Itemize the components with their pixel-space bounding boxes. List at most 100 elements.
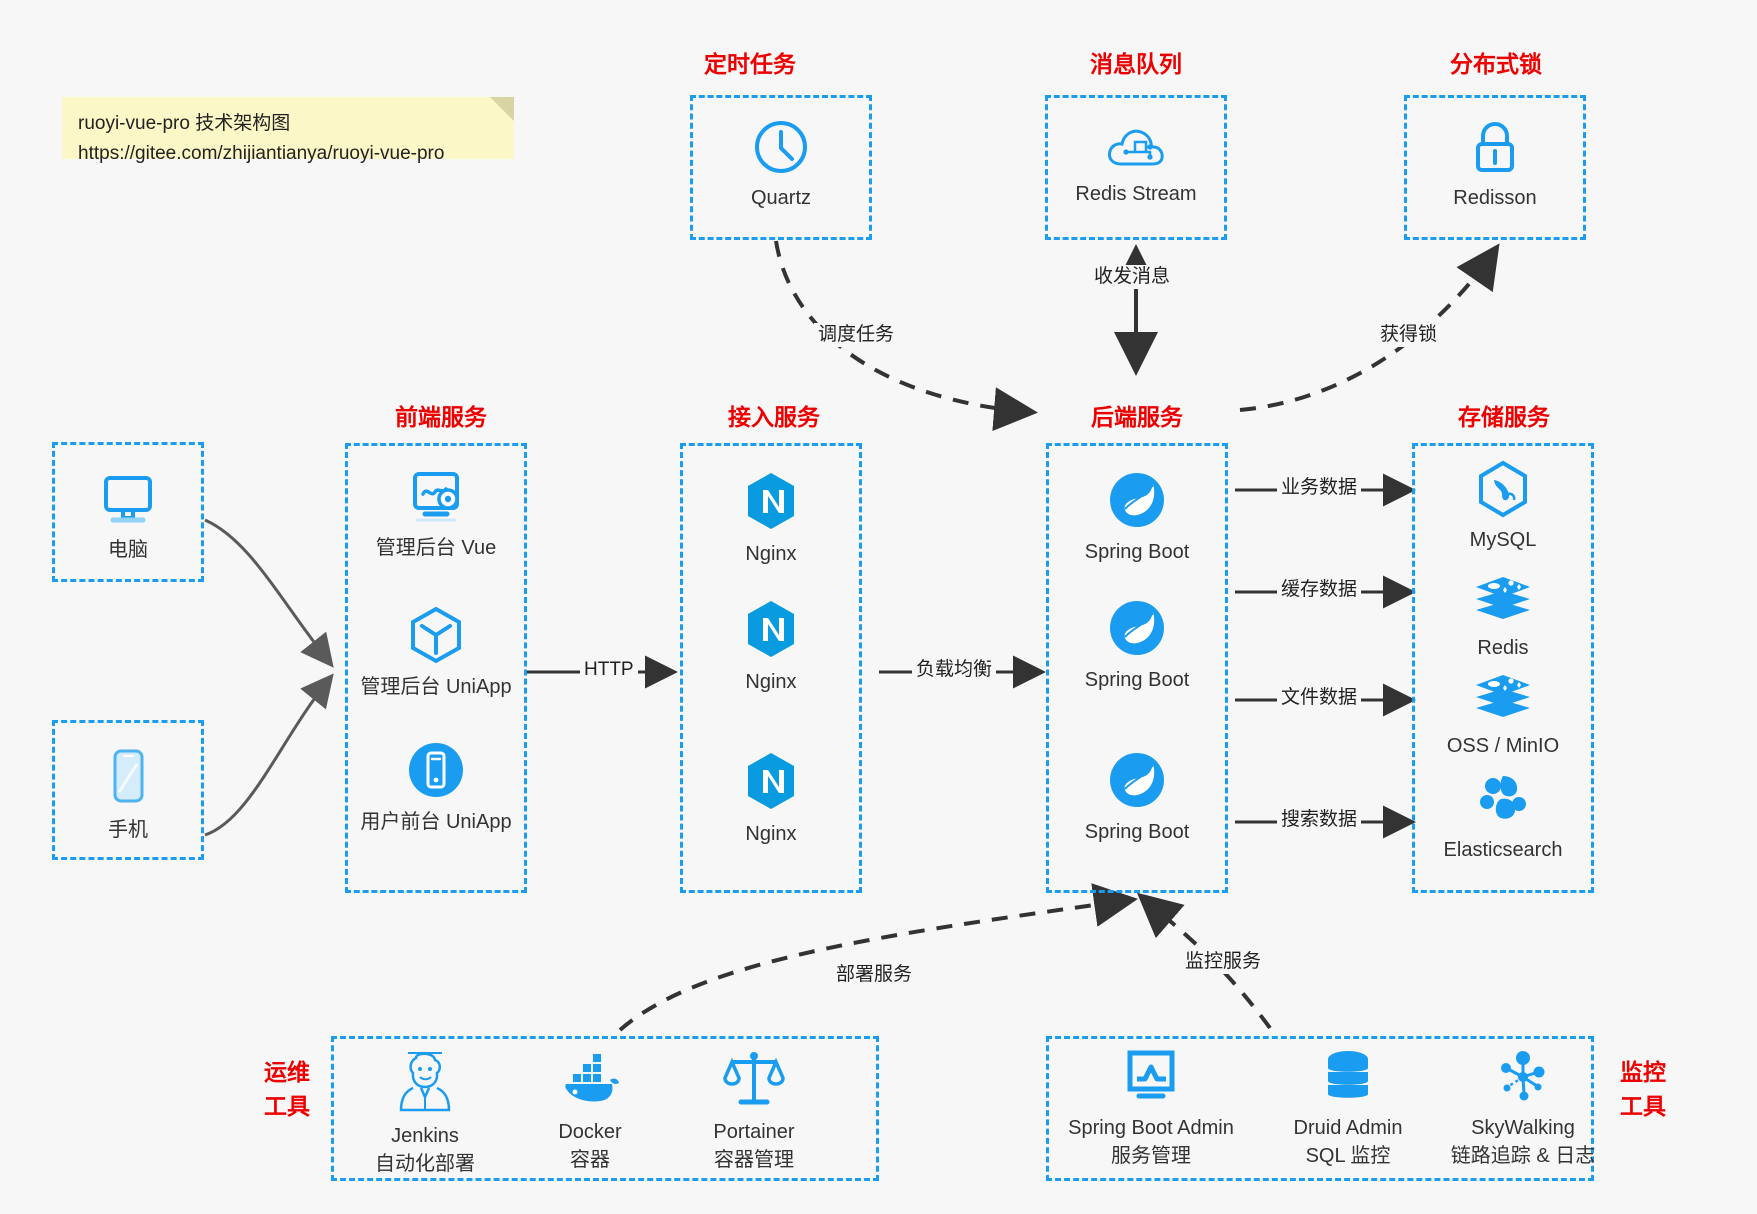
spring-boot-icon	[1110, 473, 1164, 527]
node-redis[interactable]: Redis	[1412, 572, 1594, 662]
node-label: 电脑	[108, 539, 148, 561]
group-title-distributed-lock: 分布式锁	[1450, 51, 1542, 77]
group-box-devops	[331, 1036, 879, 1181]
group-title-gateway: 接入服务	[728, 404, 820, 430]
edge-label-search-data: 搜索数据	[1277, 808, 1362, 832]
phone-icon	[113, 749, 144, 803]
nginx-icon	[748, 473, 794, 529]
scales-icon	[723, 1052, 785, 1105]
node-label: Quartz	[750, 187, 812, 209]
node-label: Spring Boot	[1084, 821, 1190, 843]
node-spring-boot-2[interactable]: Spring Boot	[1046, 598, 1228, 694]
edge-label-load-balance: 负载均衡	[912, 658, 997, 682]
oss-icon	[1476, 675, 1530, 717]
mobile-app-icon	[409, 743, 463, 797]
nginx-icon	[748, 753, 794, 809]
spring-boot-icon	[1110, 753, 1164, 807]
group-title-scheduled-task: 定时任务	[704, 51, 796, 77]
group-title-storage: 存储服务	[1458, 404, 1550, 430]
note-title: ruoyi-vue-pro 技术架构图	[78, 113, 291, 134]
node-label: Jenkins	[391, 1125, 459, 1147]
node-nginx-2[interactable]: Nginx	[680, 598, 862, 696]
group-title-monitoring-line1: 监控	[1620, 1059, 1666, 1085]
node-user-uniapp[interactable]: 用户前台 UniApp	[345, 740, 527, 836]
lock-icon	[1476, 122, 1514, 172]
node-sublabel: 链路追踪 & 日志	[1450, 1145, 1596, 1167]
group-title-devops-line1: 运维	[264, 1059, 310, 1085]
edge-label-http: HTTP	[580, 658, 638, 682]
node-label: Portainer	[713, 1121, 795, 1143]
note-folded-corner	[490, 97, 514, 121]
node-label: 管理后台 UniApp	[360, 676, 512, 698]
node-mysql[interactable]: MySQL	[1412, 460, 1594, 554]
node-oss-minio[interactable]: OSS / MinIO	[1412, 670, 1594, 760]
desktop-icon	[104, 476, 152, 523]
docker-icon	[565, 1054, 619, 1102]
group-title-frontend: 前端服务	[395, 404, 487, 430]
node-docker[interactable]: Docker 容器	[520, 1048, 660, 1174]
node-sublabel: SQL 监控	[1305, 1145, 1391, 1167]
node-admin-vue[interactable]: 管理后台 Vue	[345, 468, 527, 562]
note-url: https://gitee.com/zhijiantianya/ruoyi-vu…	[78, 143, 445, 164]
node-redis-stream[interactable]: Redis Stream	[1045, 120, 1227, 208]
node-admin-uniapp[interactable]: 管理后台 UniApp	[345, 605, 527, 701]
edge-label-send-receive-message: 收发消息	[1090, 265, 1175, 289]
node-spring-boot-3[interactable]: Spring Boot	[1046, 750, 1228, 846]
edge-label-schedule-task: 调度任务	[814, 323, 899, 347]
node-jenkins[interactable]: Jenkins 自动化部署	[355, 1048, 495, 1178]
group-box-client-pc	[52, 442, 204, 582]
group-box-frontend	[345, 443, 527, 893]
node-label: MySQL	[1469, 529, 1537, 551]
node-label: Nginx	[745, 543, 797, 565]
edge-label-business-data: 业务数据	[1277, 476, 1362, 500]
node-label: SkyWalking	[1471, 1117, 1575, 1139]
node-label: Elasticsearch	[1443, 839, 1563, 861]
node-label: Spring Boot Admin	[1068, 1117, 1234, 1139]
group-box-backend	[1046, 443, 1228, 893]
hexagon-cube-icon	[411, 606, 461, 664]
database-icon	[1328, 1051, 1368, 1098]
node-label: OSS / MinIO	[1446, 735, 1560, 757]
elasticsearch-icon	[1480, 776, 1526, 819]
node-label: 手机	[108, 819, 148, 841]
node-portainer[interactable]: Portainer 容器管理	[684, 1048, 824, 1174]
node-pc[interactable]: 电脑	[52, 470, 204, 564]
node-sublabel: 容器	[570, 1149, 610, 1171]
group-title-monitoring-line2: 工具	[1620, 1093, 1666, 1119]
node-nginx-3[interactable]: Nginx	[680, 750, 862, 848]
node-sublabel: 服务管理	[1111, 1145, 1191, 1167]
node-label: Nginx	[745, 671, 797, 693]
node-label: Docker	[558, 1121, 622, 1143]
node-label: Spring Boot	[1084, 541, 1190, 563]
node-label: Druid Admin	[1293, 1117, 1403, 1139]
edge-label-deploy-service: 部署服务	[832, 963, 917, 987]
mysql-icon	[1479, 460, 1527, 518]
clock-icon	[755, 121, 807, 173]
cloud-network-icon	[1108, 129, 1164, 166]
spring-boot-icon	[1110, 601, 1164, 655]
node-spring-boot-admin[interactable]: Spring Boot Admin 服务管理	[1056, 1048, 1246, 1170]
group-box-message-queue	[1045, 95, 1227, 240]
group-box-gateway	[680, 443, 862, 893]
note-box: ruoyi-vue-pro 技术架构图 https://gitee.com/zh…	[62, 97, 514, 164]
node-label: Redisson	[1453, 187, 1537, 209]
edge-label-acquire-lock: 获得锁	[1376, 323, 1442, 347]
monitor-chart-icon	[1127, 1050, 1175, 1099]
node-druid-admin[interactable]: Druid Admin SQL 监控	[1268, 1048, 1428, 1170]
skywalking-icon	[1501, 1051, 1545, 1101]
node-sublabel: 自动化部署	[375, 1153, 475, 1175]
group-box-monitoring	[1046, 1036, 1594, 1181]
node-spring-boot-1[interactable]: Spring Boot	[1046, 470, 1228, 566]
node-nginx-1[interactable]: Nginx	[680, 470, 862, 568]
node-redisson[interactable]: Redisson	[1404, 118, 1586, 212]
node-skywalking[interactable]: SkyWalking 链路追踪 & 日志	[1428, 1048, 1618, 1170]
node-mobile[interactable]: 手机	[52, 748, 204, 844]
node-label: Redis Stream	[1075, 183, 1197, 205]
node-quartz[interactable]: Quartz	[690, 118, 872, 212]
node-elasticsearch[interactable]: Elasticsearch	[1412, 772, 1594, 864]
node-sublabel: 容器管理	[714, 1149, 794, 1171]
group-title-monitoring: 监控 工具	[1608, 1055, 1678, 1123]
group-box-client-mobile	[52, 720, 204, 860]
group-title-devops-line2: 工具	[264, 1093, 310, 1119]
